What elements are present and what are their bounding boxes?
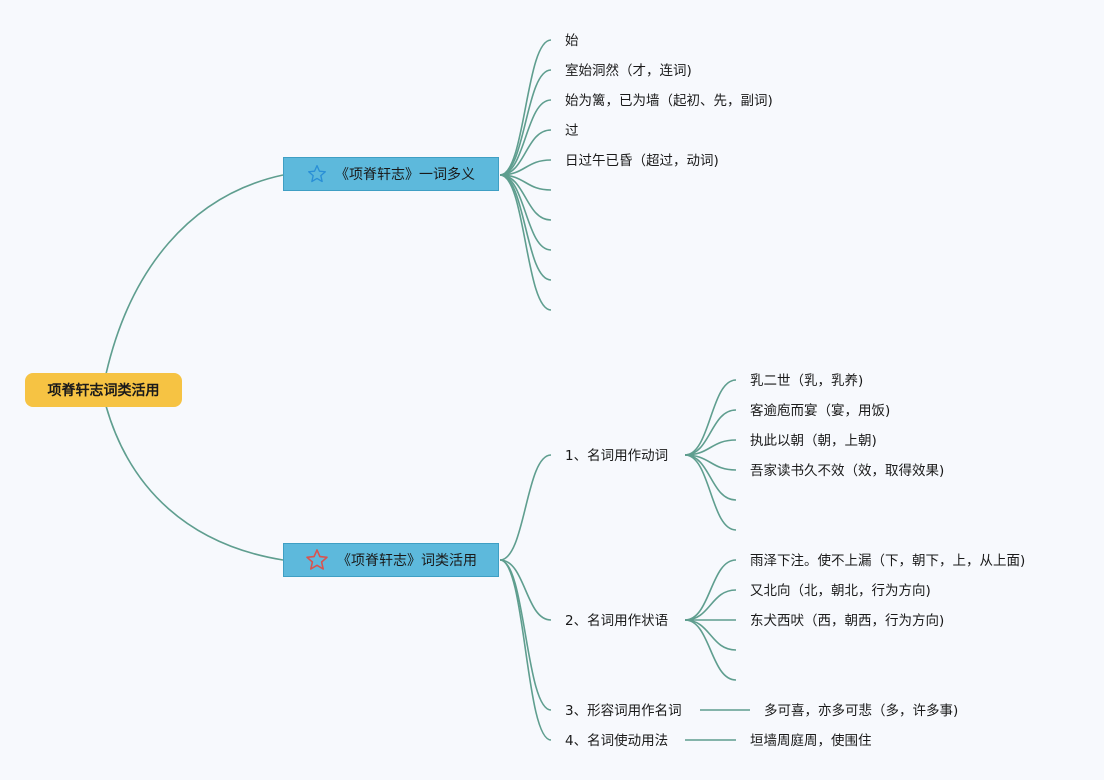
example-item[interactable]: 垣墙周庭周，使围住	[750, 733, 872, 749]
example-item[interactable]: 执此以朝（朝，上朝)	[750, 433, 877, 449]
branch-polysemy[interactable]: 《项脊轩志》一词多义	[283, 157, 499, 191]
subtopic-adjective-as-noun[interactable]: 3、形容词用作名词	[565, 703, 682, 719]
example-item[interactable]: 东犬西吠（西，朝西，行为方向)	[750, 613, 945, 629]
example-item[interactable]: 又北向（北，朝北，行为方向)	[750, 583, 931, 599]
polysemy-item[interactable]: 始为篱，已为墙（起初、先，副词)	[565, 93, 773, 109]
subtopic-noun-as-adverbial[interactable]: 2、名词用作状语	[565, 613, 669, 629]
connector-group1-leaf	[684, 379, 737, 456]
connector-word-class-group	[499, 559, 552, 741]
example-item[interactable]: 吾家读书久不效（效，取得效果)	[750, 463, 945, 479]
connector-polysemy-leaf	[499, 129, 552, 176]
example-item[interactable]: 乳二世（乳，乳养)	[750, 373, 864, 389]
connector-group2-leaf	[684, 589, 737, 621]
connector-root-branch1	[105, 174, 284, 375]
branch-polysemy-label: 《项脊轩志》一词多义	[335, 167, 475, 183]
connector-polysemy-leaf	[499, 174, 552, 311]
connector-word-class-group	[499, 559, 552, 711]
connector-polysemy-leaf	[499, 174, 552, 281]
connector-polysemy-leaf	[499, 99, 552, 176]
polysemy-item[interactable]: 过	[565, 123, 579, 139]
connector-group2-leaf	[684, 559, 737, 621]
example-item[interactable]: 客逾庖而宴（宴，用饭)	[750, 403, 891, 419]
polysemy-item[interactable]: 室始洞然（才，连词)	[565, 63, 692, 79]
connector-root-branch2	[105, 405, 284, 561]
subtopic-noun-as-verb[interactable]: 1、名词用作动词	[565, 448, 669, 464]
subtopic-causative-noun[interactable]: 4、名词使动用法	[565, 733, 669, 749]
star-icon	[307, 164, 327, 184]
connector-word-class-group	[499, 559, 552, 621]
connector-group2-leaf	[684, 619, 737, 651]
example-item[interactable]: 雨泽下注。使不上漏（下，朝下，上，从上面)	[750, 553, 1026, 569]
star-icon	[305, 548, 329, 572]
polysemy-item[interactable]: 日过午已昏（超过，动词)	[565, 153, 719, 169]
branch-word-class[interactable]: 《项脊轩志》词类活用	[283, 543, 499, 577]
connector-word-class-group	[499, 454, 552, 561]
connector-group1-leaf	[684, 454, 737, 531]
connector-group2-leaf	[684, 619, 737, 681]
connector-polysemy-leaf	[499, 69, 552, 176]
connector-group1-leaf	[684, 409, 737, 456]
root-topic-label: 项脊轩志词类活用	[47, 383, 160, 399]
connector-polysemy-leaf	[499, 39, 552, 176]
root-topic[interactable]: 项脊轩志词类活用	[25, 373, 182, 407]
branch-word-class-label: 《项脊轩志》词类活用	[337, 553, 477, 569]
example-item[interactable]: 多可喜，亦多可悲（多，许多事)	[764, 703, 959, 719]
polysemy-item[interactable]: 始	[565, 33, 579, 49]
